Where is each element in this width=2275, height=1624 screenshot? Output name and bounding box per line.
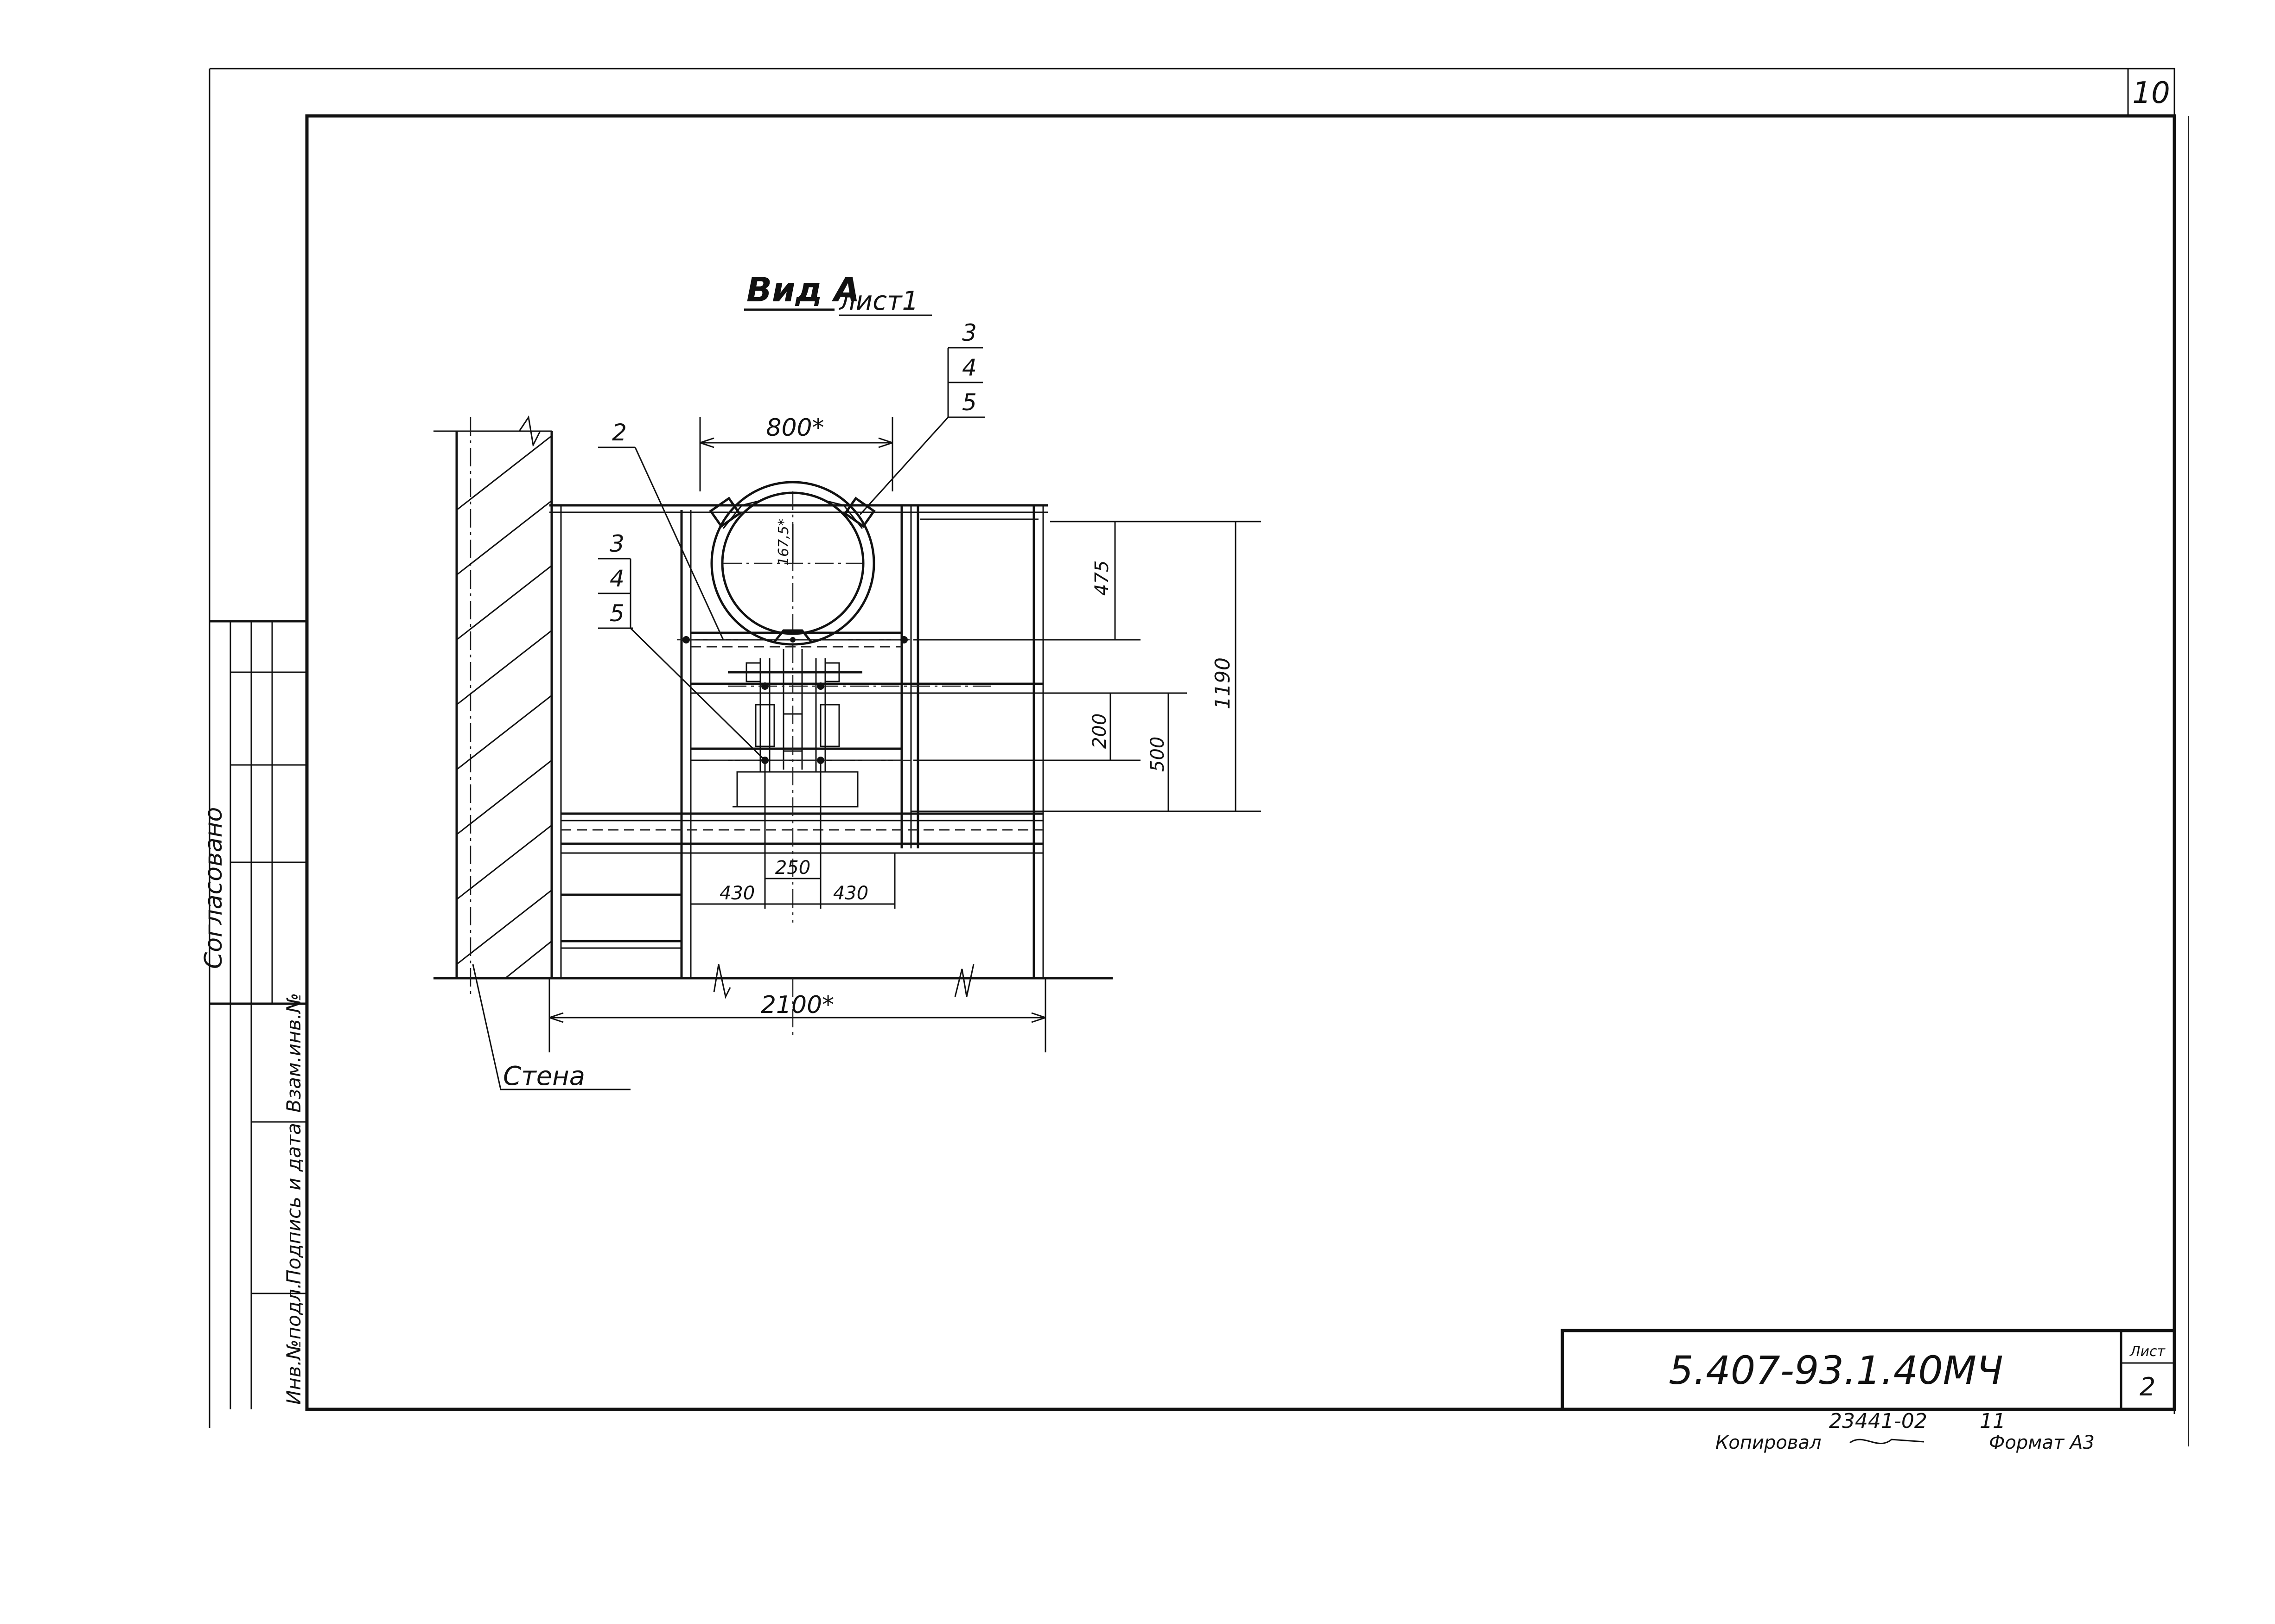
corner-sheet-number: 10: [2132, 76, 2170, 110]
overall-height-dim: 1190: [1211, 657, 1235, 709]
callout-left-3: 3: [610, 530, 625, 557]
top-level-dim: 475: [1091, 560, 1113, 596]
side-stamp: [210, 620, 307, 1409]
callout-item-2: 2: [612, 419, 627, 446]
view-sheet-ref: лист1: [839, 286, 918, 316]
signature-label: Подпись и дата: [282, 1123, 305, 1284]
right-span-dim: 430: [833, 883, 868, 904]
callout-right-5: 5: [962, 389, 977, 416]
left-span-dim: 430: [720, 883, 755, 904]
wall: [433, 415, 1113, 1090]
overall-width-dim: 2100*: [761, 991, 834, 1019]
callout-right-3: 3: [962, 319, 977, 346]
pipe: [709, 481, 876, 646]
callout-left-4: 4: [610, 565, 625, 592]
designation: 5.407-93.1.40МЧ: [1669, 1348, 2003, 1393]
sheet-frame: [209, 68, 2189, 1446]
copied-label: Копировал: [1715, 1432, 1822, 1453]
center-span-dim: 250: [775, 857, 810, 879]
dimension-lines: [548, 417, 1261, 1052]
view-title: Вид А: [746, 270, 860, 309]
lower-level-dim: 500: [1147, 737, 1168, 772]
sheet-number: 2: [2140, 1372, 2155, 1401]
format-label: Формат А3: [1989, 1432, 2095, 1453]
wall-label: Стена: [503, 1061, 585, 1091]
replaced-inv-label: Взам.инв.№: [282, 993, 305, 1113]
original-inv-label: Инв.№подл.: [282, 1283, 305, 1405]
sheet-label: Лист: [2129, 1344, 2166, 1360]
pipe-width-dim: 800*: [766, 414, 824, 442]
doc-index: 11: [1980, 1409, 2006, 1433]
title-block: [1561, 1329, 2176, 1411]
callout-left-5: 5: [610, 600, 625, 627]
pipe-center-height-dim: 167,5*: [776, 519, 792, 566]
agreed-label: Согласовано: [200, 807, 228, 969]
doc-number: 23441-02: [1829, 1409, 1927, 1433]
middle-level-dim: 200: [1089, 713, 1110, 749]
callout-lines: [598, 347, 985, 761]
support-frame: [549, 491, 1048, 999]
callout-right-4: 4: [962, 354, 977, 381]
